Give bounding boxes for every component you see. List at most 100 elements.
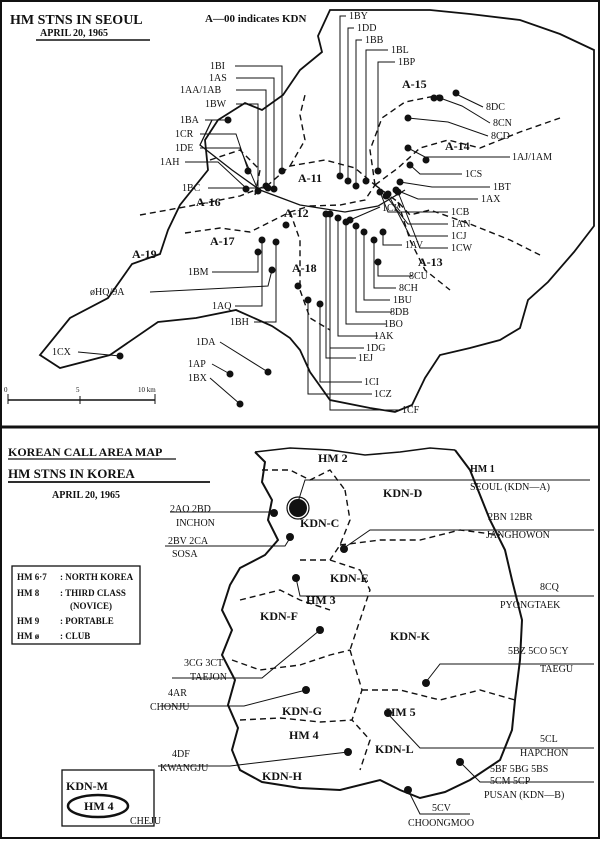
station-label: 1BO [384, 319, 403, 330]
hm-label: HM 3 [306, 593, 336, 607]
district-boundary [369, 94, 441, 186]
korea-coastline [220, 449, 524, 800]
callout-place: TAEJON [190, 672, 227, 683]
station-leaders [77, 15, 510, 411]
legend-text: : NORTH KOREA [60, 572, 134, 582]
callout-calls: 5BF 5BG 5BS [490, 764, 548, 775]
station-label: 1BX [188, 373, 208, 384]
station-label: 1DD [357, 23, 376, 34]
station-label: 1CB [451, 207, 470, 218]
station-label: 1BI [210, 61, 225, 72]
district-boundary [289, 94, 306, 167]
hm-label: HM 4 [289, 728, 319, 742]
area-label: A-16 [196, 195, 221, 209]
hm-label: HM 5 [386, 705, 416, 719]
district-boundary [231, 649, 351, 671]
station-label: 1AH [160, 157, 179, 168]
station-label: 1CX [52, 347, 72, 358]
callout-place: CHEJU [130, 816, 162, 827]
station-labels: 1BY 1DD 1BB 1BL 1BP 1BI 1AS 1AA/1AB 1BW … [52, 11, 552, 416]
district-label: KDN-D [383, 486, 423, 500]
district-boundary [329, 489, 351, 561]
station-label: 8DB [390, 307, 409, 318]
callout-place: JANGHOWON [486, 530, 550, 541]
area-label: A-11 [298, 171, 322, 185]
scale-bar: 0 5 10 km [4, 386, 156, 404]
district-boundary [309, 184, 376, 207]
callout-place: TAEGU [540, 664, 574, 675]
legend-text: : THIRD CLASS [60, 588, 126, 598]
district-label: KDN-F [260, 609, 298, 623]
district-boundary [339, 529, 501, 546]
station-label: 1CK [382, 203, 402, 214]
station-label: 1BA [180, 115, 200, 126]
district-label: KDN-G [282, 704, 322, 718]
area-label: A-17 [210, 234, 235, 248]
station-label: 8CH [399, 283, 418, 294]
district-label: KDN-H [262, 769, 303, 783]
station-label: 1CW [451, 243, 473, 254]
scale-label: 10 km [138, 386, 156, 394]
callout-calls: 5CV [432, 803, 452, 814]
station-label: 1CR [175, 129, 194, 140]
station-label: 1BY [349, 11, 368, 22]
district-label: KDN-E [330, 571, 369, 585]
north-border [254, 447, 456, 456]
seoul-note: A—00 indicates KDN [205, 13, 307, 25]
legend-key: HM 9 [17, 616, 40, 626]
station-label: 1AV [405, 240, 424, 251]
callout-labels: HM 1 SEOUL (KDN—A) 2AO 2BD INCHON 2BN 12… [130, 464, 574, 829]
station-dots [116, 89, 460, 408]
legend-text: : PORTABLE [60, 616, 114, 626]
station-label: øHQ/9A [90, 287, 125, 298]
district-boundary [300, 559, 371, 651]
station-label: 1BC [182, 183, 201, 194]
callout-leaders [158, 479, 594, 815]
district-boundary [184, 205, 311, 234]
callout-place: 5CM 5CP [490, 776, 531, 787]
station-label: 1BB [365, 35, 384, 46]
station-label: 8CU [409, 271, 429, 282]
station-label: 1BL [391, 45, 409, 56]
hm-labels: HM 2 HM 3 HM 4 HM 5 HM 4 [84, 451, 416, 813]
station-label: 1AX [481, 194, 501, 205]
station-label: 1BM [188, 267, 209, 278]
station-label: 1AJ/1AM [512, 152, 552, 163]
callout-calls: HM 1 [470, 464, 495, 475]
korea-date: APRIL 20, 1965 [52, 490, 120, 501]
station-label: 1DG [366, 343, 385, 354]
legend: HM 6·7 : NORTH KOREA HM 8 : THIRD CLASS … [11, 565, 141, 645]
cheju-inset-box [61, 769, 155, 827]
area-label: A-15 [402, 77, 427, 91]
legend-text: (NOVICE) [70, 601, 112, 611]
river-line [199, 119, 406, 213]
callout-place: CHOONGMOO [408, 818, 474, 829]
korea-title: KOREAN CALL AREA MAP [8, 445, 162, 459]
station-label: 1AS [209, 73, 227, 84]
district-label: KDN-C [300, 516, 339, 530]
district-labels: KDN-D KDN-C KDN-E KDN-F KDN-K KDN-G KDN-… [66, 486, 431, 793]
callout-place: PYONGTAEK [500, 600, 561, 611]
korea-station-dots [270, 499, 464, 794]
district-boundary [374, 184, 541, 256]
legend-text: : CLUB [60, 631, 90, 641]
seoul-marker-ring [286, 496, 310, 520]
station-label: 1AK [374, 331, 394, 342]
callout-calls: 2AO 2BD [170, 504, 211, 515]
station-label: 1CJ [451, 231, 467, 242]
callout-calls: 4AR [168, 688, 187, 699]
cheju-island [66, 793, 130, 819]
callout-calls: 5BZ 5CO 5CY [508, 646, 569, 657]
station-label: 8DC [486, 102, 505, 113]
station-label: 1DA [196, 337, 216, 348]
callout-place: SEOUL (KDN—A) [470, 482, 550, 493]
callout-calls: 2BN 12BR [488, 512, 533, 523]
station-label: 1BU [393, 295, 413, 306]
district-boundary [239, 717, 353, 723]
legend-key: HM 8 [17, 588, 40, 598]
area-label: A-12 [284, 206, 309, 220]
station-label: 8CN [493, 118, 512, 129]
